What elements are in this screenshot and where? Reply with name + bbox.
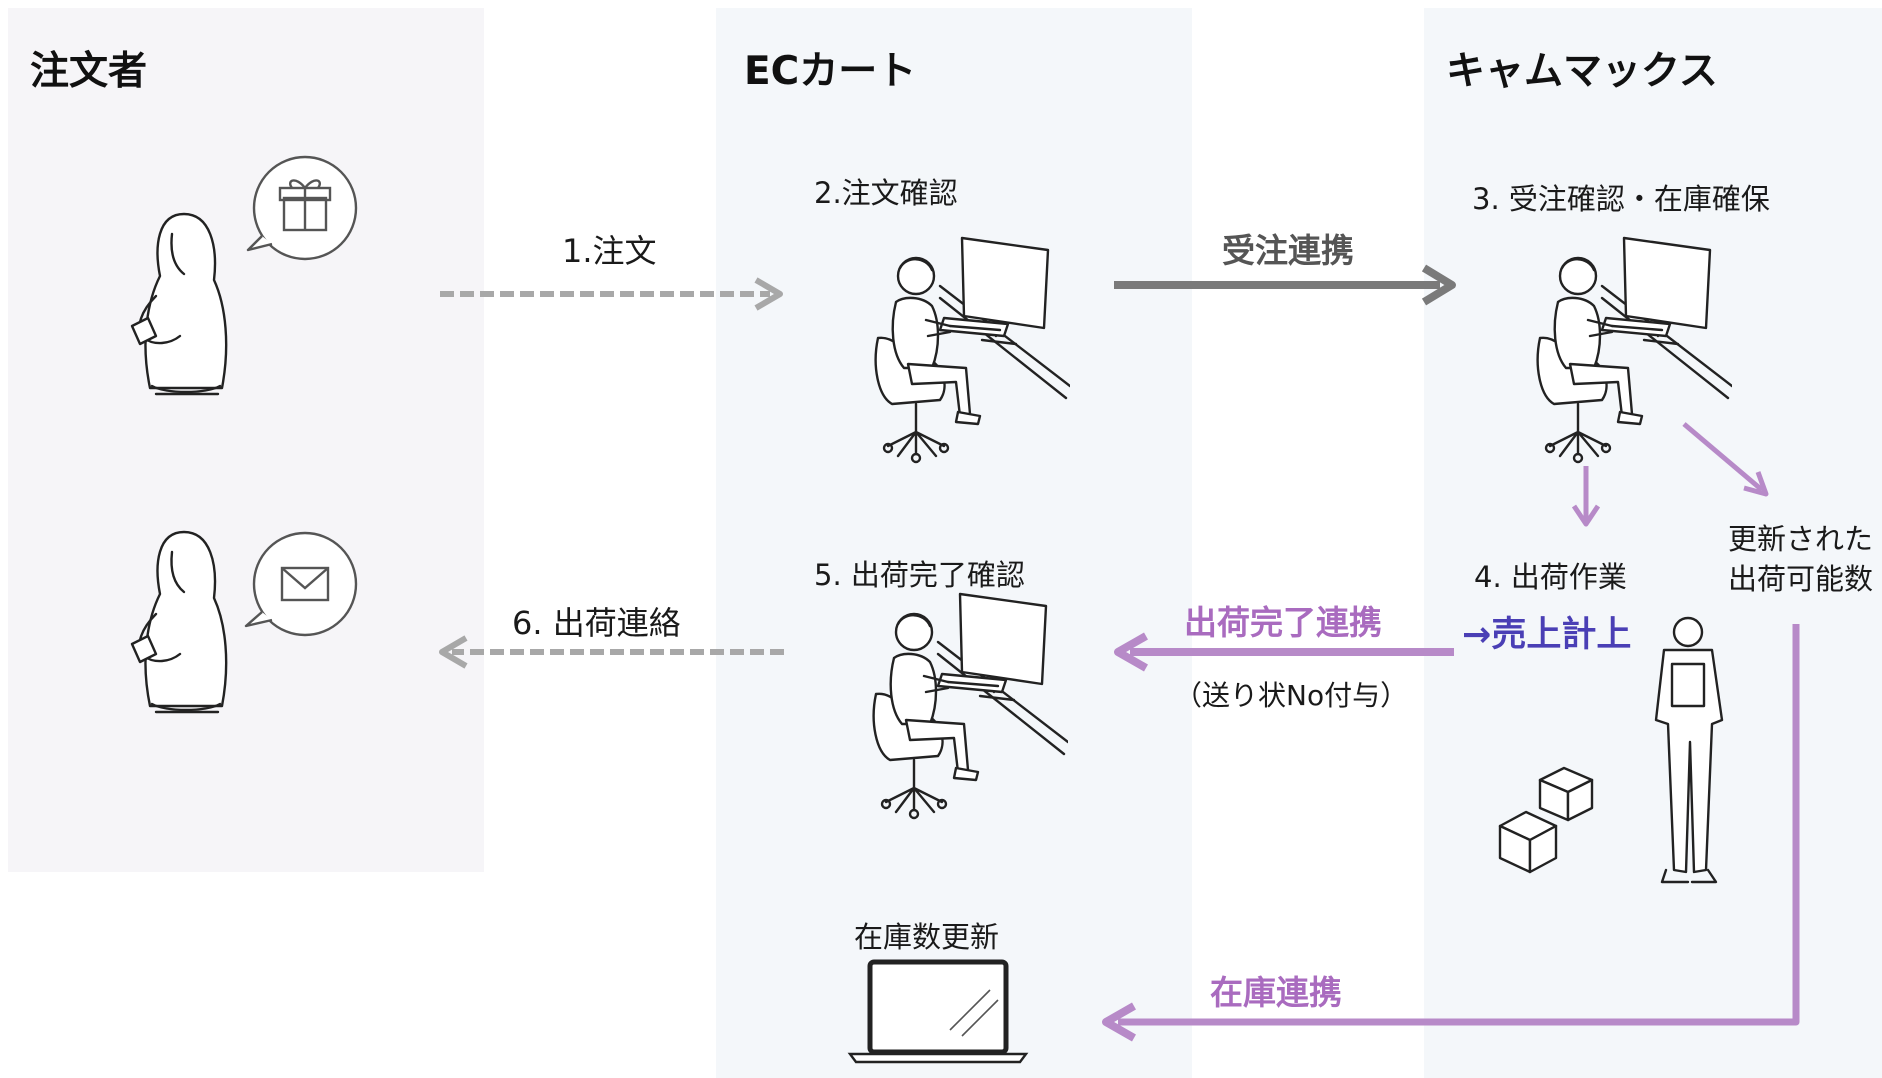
cardboard-box-icon xyxy=(1498,766,1594,874)
mail-bubble-icon xyxy=(244,531,358,637)
orderer-illustration-bottom xyxy=(130,530,228,714)
cammax-worker xyxy=(1536,236,1732,464)
laptop-icon xyxy=(847,959,1029,1064)
arrow-order-link xyxy=(1114,264,1456,306)
step-shipping-notice-label: 6. 出荷連絡 xyxy=(512,604,681,642)
order-link-label: 受注連携 xyxy=(1222,231,1354,270)
updated-stock-line1: 更新された xyxy=(1728,522,1874,556)
step-order-confirm-label: 2.注文確認 xyxy=(814,176,958,210)
updated-stock-line2: 出荷可能数 xyxy=(1728,562,1874,596)
step-shipping-work-label: 4. 出荷作業 xyxy=(1474,560,1627,594)
arrow-shipping-notice xyxy=(439,635,784,669)
lane-ec-cart xyxy=(716,8,1192,1078)
shipping-done-link-label: 出荷完了連携 xyxy=(1184,603,1382,642)
lane-cammax xyxy=(1424,8,1882,1078)
lane-title-orderer: 注文者 xyxy=(30,49,148,94)
lane-title-ec-cart: ECカート xyxy=(744,49,917,94)
gift-bubble-icon xyxy=(246,155,358,261)
step-shipping-done-confirm-label: 5. 出荷完了確認 xyxy=(814,558,1025,592)
ec-worker-bottom xyxy=(872,592,1068,820)
arrow-stock-link xyxy=(1102,624,1800,1042)
warehouse-staff-illustration xyxy=(1654,616,1724,884)
stock-update-label: 在庫数更新 xyxy=(854,920,1000,954)
arrow-to-shipping-work xyxy=(1571,466,1601,527)
lane-title-cammax: キャムマックス xyxy=(1446,49,1718,94)
tracking-number-note: （送り状No付与） xyxy=(1174,679,1409,712)
step-receive-confirm-label: 3. 受注確認・在庫確保 xyxy=(1472,182,1770,216)
arrow-order xyxy=(440,277,783,311)
arrow-shipping-done-link xyxy=(1114,632,1454,672)
ec-worker-top xyxy=(874,236,1070,464)
step-order-label: 1.注文 xyxy=(562,232,657,270)
stock-link-label: 在庫連携 xyxy=(1210,973,1342,1012)
orderer-illustration-top xyxy=(130,212,228,396)
sales-record-label: →売上計上 xyxy=(1462,615,1632,655)
arrow-to-updated-stock xyxy=(1682,422,1769,497)
lane-orderer xyxy=(8,8,484,872)
